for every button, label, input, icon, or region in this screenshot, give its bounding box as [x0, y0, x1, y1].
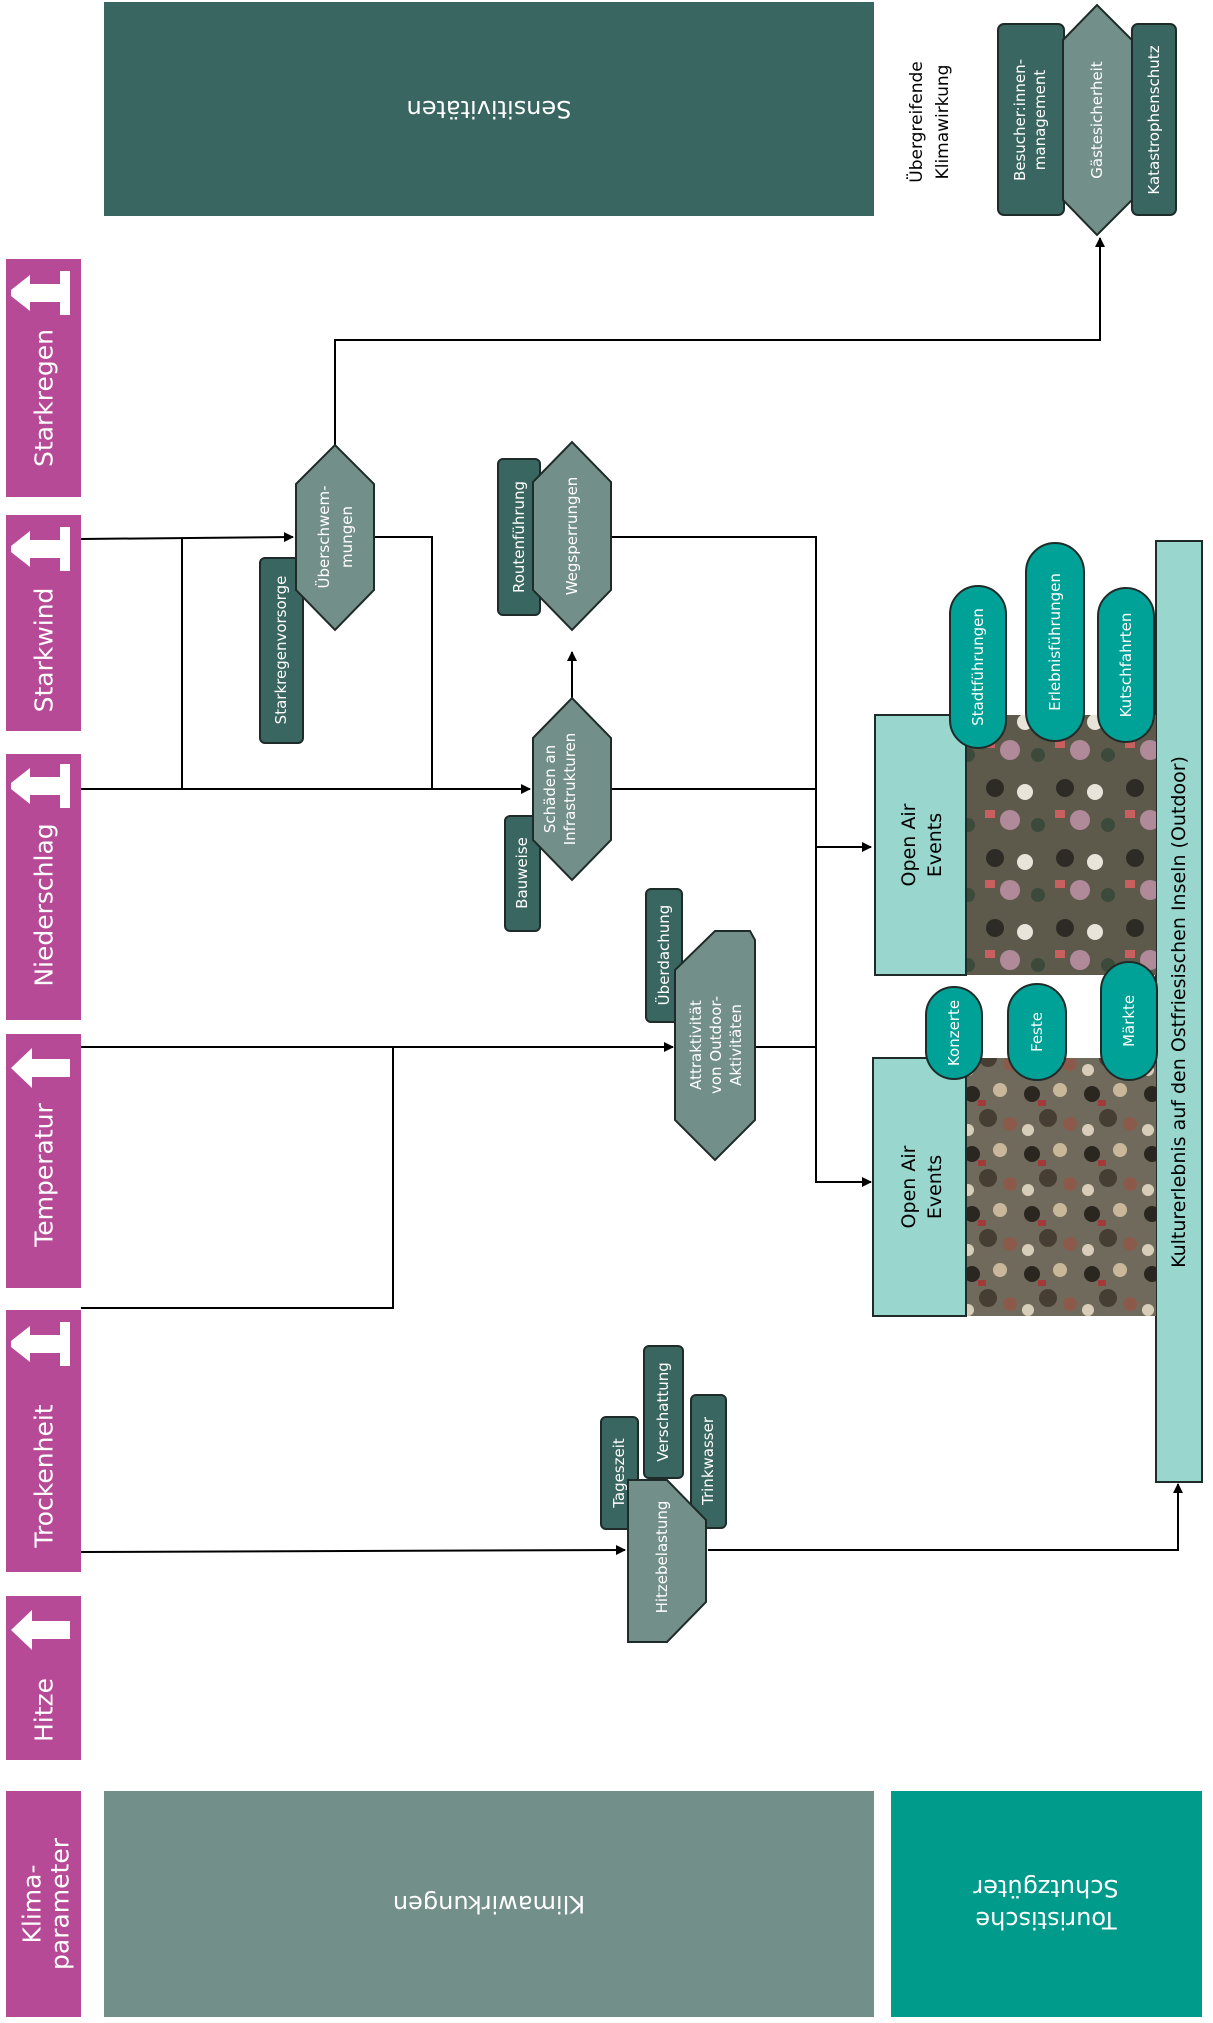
klimawirkungen-label: Klimawirkungen: [393, 1890, 585, 1918]
attraktivitaet-cluster: Überdachung Attraktivität von Outdoor- A…: [645, 888, 756, 1162]
gaestesicherheit-hexagon: [1062, 3, 1133, 237]
ueberschwemmungen-cluster: Starkregenvorsorge Überschwem- mungen: [259, 443, 375, 744]
tag-maerkte-label: Märkte: [1120, 995, 1138, 1047]
climate-parameter-starkwind: Starkwind: [6, 515, 81, 731]
touristische-line2: Schutzgüter: [973, 1874, 1118, 1902]
ueberschwem-line1: Überschwem-: [314, 486, 333, 589]
sensitivitaeten-legend: Sensitivitäten: [104, 2, 874, 216]
open-air-events-1: Open Air Events: [872, 1057, 1156, 1317]
hitzebelastung-hexagon: [627, 1479, 707, 1643]
sensitivitaeten-label: Sensitivitäten: [407, 95, 572, 123]
event1-photo: [966, 1058, 1156, 1316]
tag-kutschfahrten: [1097, 587, 1155, 743]
up-down-arrow-icon: [11, 271, 70, 315]
climate-parameter-temperatur: Temperatur: [6, 1034, 81, 1288]
label-trockenheit: Trockenheit: [30, 1404, 59, 1548]
tag-stadtfuehrungen: [949, 585, 1007, 749]
uebergreifend-line1: Übergreifende: [905, 61, 927, 182]
climate-parameter-trockenheit: Trockenheit: [6, 1310, 81, 1572]
event2-tags: Stadtführungen Erlebnisführungen Kutschf…: [949, 542, 1155, 749]
tag-maerkte: [1100, 961, 1158, 1081]
event1-line1: Open Air: [898, 1145, 920, 1228]
tag-konzerte-label: Konzerte: [945, 1000, 963, 1066]
up-arrow-icon: [11, 1048, 70, 1088]
ueberdachung-label: Überdachung: [654, 905, 673, 1006]
schaeden-line2: Infrastrukturen: [561, 733, 579, 846]
hitzebelastung-label: Hitzebelastung: [653, 1501, 671, 1614]
starkregenvorsorge-box: [259, 557, 304, 744]
label-temperatur: Temperatur: [30, 1103, 59, 1248]
gaestesicherheit-cluster: Besucher:innen- management Gästesicherhe…: [997, 3, 1177, 237]
klima-param-line1: Klima-: [18, 1865, 47, 1944]
event1-tags: Konzerte Feste Märkte: [925, 961, 1158, 1081]
schaeden-line1: Schäden an: [541, 745, 559, 833]
kulturerlebnis-bar: Kulturerlebnis auf den Ostfriesischen In…: [1155, 540, 1203, 1483]
gaestesicherheit-label: Gästesicherheit: [1088, 61, 1106, 179]
event2-line1: Open Air: [898, 803, 920, 886]
up-down-arrow-icon: [11, 1322, 70, 1366]
attraktivitaet-line1: Attraktivität: [687, 1000, 705, 1090]
tag-erlebnisfuehrungen-label: Erlebnisführungen: [1046, 573, 1064, 711]
ueberschwem-line2: mungen: [338, 506, 356, 568]
tageszeit-label: Tageszeit: [610, 1438, 628, 1509]
bauweise-label: Bauweise: [513, 837, 531, 909]
besucher-line1: Besucher:innen-: [1011, 59, 1029, 181]
schaeden-cluster: Bauweise Schäden an Infrastrukturen: [504, 696, 612, 932]
attraktivitaet-line2: von Outdoor-: [707, 996, 725, 1094]
ueberdachung-box: [645, 888, 683, 1023]
label-starkregen: Starkregen: [30, 329, 59, 467]
label-hitze: Hitze: [30, 1678, 59, 1742]
wegsperrungen-hexagon: [532, 440, 612, 632]
klimawirkungen-legend: Klimawirkungen: [104, 1791, 874, 2017]
katastrophenschutz-label: Katastrophenschutz: [1145, 45, 1163, 194]
uebergreifend-line2: Klimawirkung: [933, 65, 953, 180]
klimaparameter-legend: Klima- parameter: [6, 1791, 81, 2017]
event2-line2: Events: [924, 813, 946, 877]
kulturerlebnis-label: Kulturerlebnis auf den Ostfriesischen In…: [1168, 756, 1190, 1268]
schaeden-hexagon: [532, 696, 612, 882]
tag-erlebnisfuehrungen: [1025, 542, 1085, 742]
label-starkwind: Starkwind: [30, 588, 59, 713]
klima-param-line2: parameter: [46, 1837, 75, 1970]
up-down-arrow-icon: [11, 527, 70, 571]
label-niederschlag: Niederschlag: [30, 823, 59, 986]
open-air-events-2: Open Air Events: [874, 714, 1156, 976]
hitzebelastung-cluster: Tageszeit Verschattung Trinkwasser Hitze…: [600, 1345, 727, 1643]
climate-parameter-starkregen: Starkregen: [6, 259, 81, 497]
besucher-line2: management: [1031, 70, 1049, 171]
touristische-line1: Touristische: [975, 1906, 1117, 1934]
up-down-arrow-icon: [11, 764, 70, 808]
starkregenvorsorge-label: Starkregenvorsorge: [272, 576, 290, 725]
tag-feste: [1007, 983, 1067, 1081]
uebergreifende-klimawirkung-label: Übergreifende Klimawirkung: [905, 61, 953, 182]
touristische-schutzgueter-legend: Touristische Schutzgüter: [891, 1791, 1202, 2017]
tag-feste-label: Feste: [1028, 1012, 1046, 1052]
verschattung-box: [643, 1345, 684, 1479]
ueberschwemmungen-hexagon: [295, 443, 375, 632]
climate-parameter-niederschlag: Niederschlag: [6, 754, 81, 1020]
trinkwasser-box: [690, 1394, 727, 1529]
bauweise-box: [504, 815, 541, 932]
tag-kutschfahrten-label: Kutschfahrten: [1117, 613, 1135, 718]
wegsperrungen-cluster: Routenführung Wegsperrungen: [497, 440, 612, 632]
climate-parameter-hitze: Hitze: [6, 1596, 81, 1760]
attraktivitaet-hexagon: [674, 930, 756, 1162]
connectors: [80, 237, 1183, 1556]
event2-photo: [966, 715, 1156, 975]
up-arrow-icon: [11, 1610, 70, 1650]
attraktivitaet-line3: Aktivitäten: [727, 1004, 745, 1086]
routenfuehrung-label: Routenführung: [510, 481, 528, 593]
wegsperrungen-label: Wegsperrungen: [563, 477, 581, 596]
event1-line2: Events: [924, 1155, 946, 1219]
trinkwasser-label: Trinkwasser: [699, 1416, 717, 1506]
tag-konzerte: [925, 986, 983, 1080]
tag-stadtfuehrungen-label: Stadtführungen: [969, 608, 987, 726]
verschattung-label: Verschattung: [654, 1362, 672, 1462]
